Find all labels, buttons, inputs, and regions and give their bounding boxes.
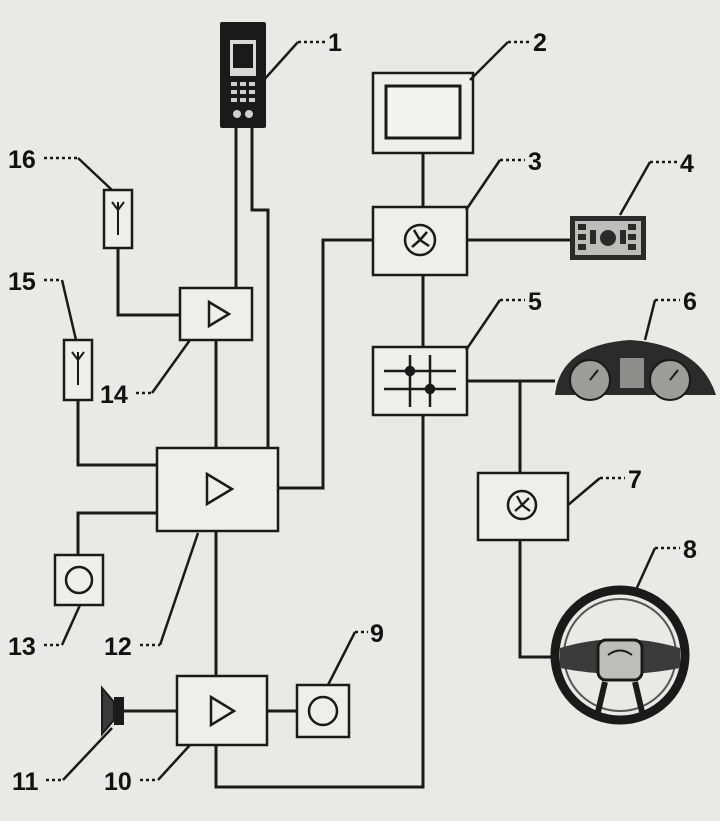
instrument-cluster <box>555 340 716 401</box>
leader-1 <box>261 41 299 83</box>
callout-7: 7 <box>628 466 642 494</box>
triangle-icon <box>209 694 237 728</box>
leader-7 <box>567 477 601 506</box>
leader-9 <box>326 631 357 686</box>
wire-antenna15-amp12 <box>76 400 157 467</box>
leader-14 <box>150 339 192 394</box>
callout-5: 5 <box>528 288 542 316</box>
gateway-junction <box>371 345 469 417</box>
wire-phone-amp12 <box>250 128 270 448</box>
wire-amp12-unit3 <box>278 238 373 490</box>
leader-12 <box>158 532 200 646</box>
amplifier <box>175 674 269 747</box>
callout-11: 11 <box>12 768 39 796</box>
callout-15: 15 <box>8 268 36 296</box>
triangle-icon <box>207 299 232 329</box>
callout-6: 6 <box>683 288 697 316</box>
leader-8 <box>633 547 657 593</box>
callout-14: 14 <box>100 381 128 409</box>
leader-16 <box>77 157 113 191</box>
callout-4: 4 <box>680 150 694 178</box>
display-screen <box>371 71 475 155</box>
antenna <box>102 188 134 250</box>
leader-10 <box>157 744 191 781</box>
antenna-icon <box>111 201 125 235</box>
control-panel <box>570 216 646 260</box>
sensor-round <box>53 553 105 607</box>
callout-3: 3 <box>528 148 542 176</box>
wire-antenna16-amp14 <box>116 248 180 317</box>
callout-10: 10 <box>104 768 132 796</box>
leader-15 <box>60 279 78 341</box>
triangle-icon <box>205 471 235 507</box>
amplifier <box>178 286 254 342</box>
control-unit <box>371 205 469 277</box>
leader-4 <box>618 161 652 216</box>
main-amplifier <box>155 446 280 533</box>
asterisk-icon <box>411 229 430 248</box>
leader-13 <box>60 604 82 646</box>
antenna <box>62 338 94 402</box>
wire-gateway5-bus <box>214 415 425 789</box>
callout-12: 12 <box>104 633 132 661</box>
callout-labels: 1 2 3 4 5 6 7 8 9 10 11 12 13 14 15 16 <box>8 29 697 796</box>
steering-control-unit <box>476 471 570 542</box>
asterisk-icon <box>514 495 531 512</box>
wire-unit7-wheel <box>518 540 558 659</box>
crosshair-icon <box>384 355 456 407</box>
leader-2 <box>469 41 509 81</box>
phone-handset <box>220 22 266 128</box>
callout-8: 8 <box>683 536 697 564</box>
leader-5 <box>464 299 502 351</box>
callout-9: 9 <box>370 620 384 648</box>
wire-sensor13-amp12 <box>76 511 157 555</box>
callout-16: 16 <box>8 146 36 174</box>
leader-3 <box>464 159 502 211</box>
antenna-icon <box>71 351 85 385</box>
callout-2: 2 <box>533 29 547 57</box>
leader-6 <box>643 299 657 341</box>
speaker <box>101 685 124 737</box>
sensor-round <box>295 683 351 739</box>
leader-lines <box>44 40 680 782</box>
callout-13: 13 <box>8 633 36 661</box>
callout-1: 1 <box>328 29 342 57</box>
leader-11 <box>62 727 113 781</box>
steering-wheel <box>550 585 690 725</box>
wires <box>76 128 570 789</box>
